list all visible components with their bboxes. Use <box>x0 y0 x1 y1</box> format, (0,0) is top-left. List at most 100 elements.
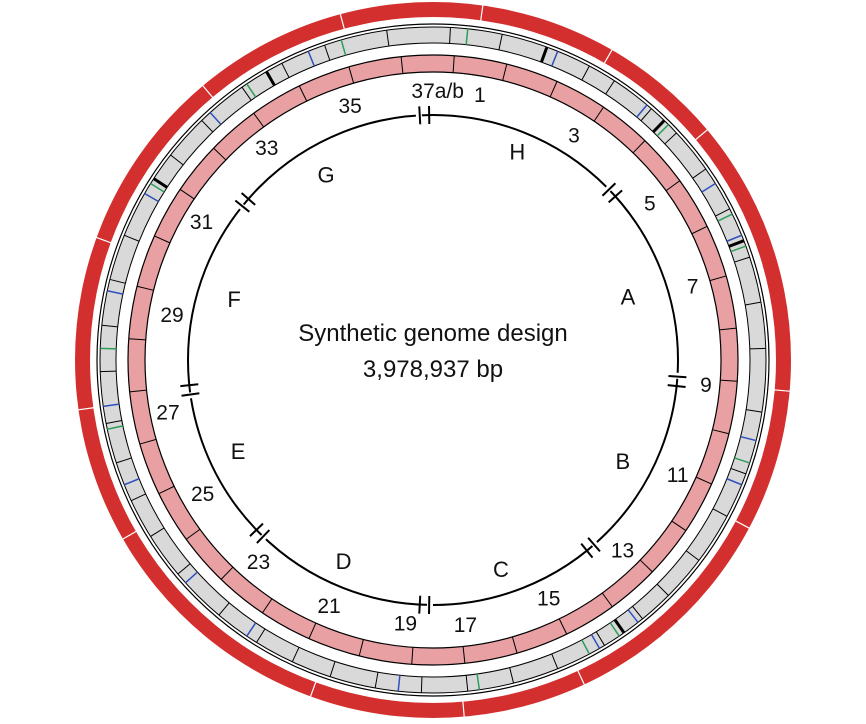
gene-marker-green <box>717 213 733 222</box>
gene-marker-blue <box>209 112 222 125</box>
segment-label-27: 27 <box>156 402 179 425</box>
gene-tick <box>581 65 590 81</box>
region-label-a: A <box>621 285 636 310</box>
gene-tick <box>256 628 266 643</box>
gene-tick <box>170 154 184 166</box>
segment-divider <box>719 327 737 331</box>
gene-marker-green <box>734 457 750 464</box>
region-label-c: C <box>493 557 509 582</box>
gene-tick <box>712 508 728 517</box>
gene-marker-blue <box>185 571 198 584</box>
outer-ring-gap <box>773 389 791 392</box>
gene-tick <box>746 409 762 413</box>
segment-label-15: 15 <box>537 587 560 610</box>
segment-label-31: 31 <box>190 211 213 234</box>
segment-divider <box>601 592 613 608</box>
gene-band <box>99 26 767 694</box>
region-break-mark <box>587 537 601 553</box>
gene-tick-thick <box>728 239 745 248</box>
segment-divider <box>128 338 146 341</box>
gene-tick <box>420 676 423 693</box>
gene-tick <box>100 370 117 373</box>
gene-band-outline <box>96 23 770 697</box>
gene-tick <box>664 132 677 145</box>
segment-label-21: 21 <box>317 595 340 618</box>
gene-tick <box>101 324 118 328</box>
region-break <box>418 595 434 615</box>
region-break <box>580 535 603 559</box>
gene-tick-thick <box>540 46 549 63</box>
inner-circle <box>180 106 687 615</box>
region-break <box>232 192 256 215</box>
segment-divider <box>298 85 308 102</box>
segment-label-13: 13 <box>611 540 634 563</box>
region-break-mark <box>180 383 199 388</box>
segment-divider <box>549 81 558 98</box>
segment-divider <box>400 56 404 74</box>
segment-divider <box>308 622 317 639</box>
segment-label-35: 35 <box>339 95 362 118</box>
gene-marker-blue <box>307 50 315 67</box>
outer-ring-gap <box>309 681 317 698</box>
segment-label-9: 9 <box>700 374 712 397</box>
segment-divider <box>262 598 273 614</box>
segment-divider <box>691 225 708 235</box>
gene-marker-green <box>465 28 469 45</box>
gene-tick <box>374 672 379 689</box>
segment-divider <box>593 106 604 122</box>
gene-tick <box>640 108 652 122</box>
gene-tick <box>509 667 515 684</box>
gene-marker-blue <box>726 478 743 486</box>
gene-tick <box>715 208 730 217</box>
segment-divider <box>671 520 687 531</box>
region-break <box>249 522 273 546</box>
region-break <box>180 383 200 400</box>
gene-tick <box>749 347 766 350</box>
gene-tick <box>656 583 669 596</box>
gene-marker-green <box>730 245 747 253</box>
segment-divider <box>158 485 175 495</box>
region-break-mark <box>601 182 617 197</box>
segment-divider <box>185 528 201 540</box>
segment-label-19: 19 <box>394 613 417 636</box>
segment-divider <box>411 647 414 665</box>
region-break-mark <box>256 529 271 544</box>
region-break-mark <box>249 522 264 537</box>
segment-label-11: 11 <box>667 464 689 487</box>
gene-marker-blue <box>246 622 257 637</box>
outer-ring-gap <box>480 4 484 22</box>
outer-ring-gap <box>77 407 95 411</box>
segment-label-5: 5 <box>644 192 656 215</box>
segment-divider <box>712 429 730 435</box>
gene-marker-green <box>100 347 117 350</box>
gene-tick <box>150 527 165 537</box>
gene-tick <box>124 234 140 242</box>
gene-tick <box>106 419 122 425</box>
gene-tick <box>605 80 615 95</box>
region-break-mark <box>607 189 623 204</box>
segment-label-1: 1 <box>474 84 486 107</box>
gene-tick <box>386 30 390 47</box>
region-label-h: H <box>509 139 525 164</box>
gene-marker-green <box>340 39 347 56</box>
region-break-mark <box>240 192 256 206</box>
region-label-g: G <box>317 163 334 188</box>
segment-divider <box>462 646 466 664</box>
genome-size: 3,978,937 bp <box>362 356 504 383</box>
gene-tick <box>449 27 451 44</box>
segment-label-33: 33 <box>255 137 278 160</box>
gene-tick <box>685 550 700 561</box>
outer-ring-gap <box>339 13 346 30</box>
segment-divider <box>639 559 653 573</box>
gene-marker-blue <box>144 192 159 203</box>
segment-divider <box>632 140 646 154</box>
gene-tick-thick <box>265 70 276 87</box>
genome-title: Synthetic genome design <box>298 320 568 347</box>
gene-marker-blue <box>590 634 601 649</box>
segment-divider <box>558 618 568 635</box>
gene-tick <box>595 631 605 646</box>
segment-divider <box>709 275 727 282</box>
gene-tick-thick <box>613 618 626 634</box>
region-break-mark <box>181 392 200 397</box>
